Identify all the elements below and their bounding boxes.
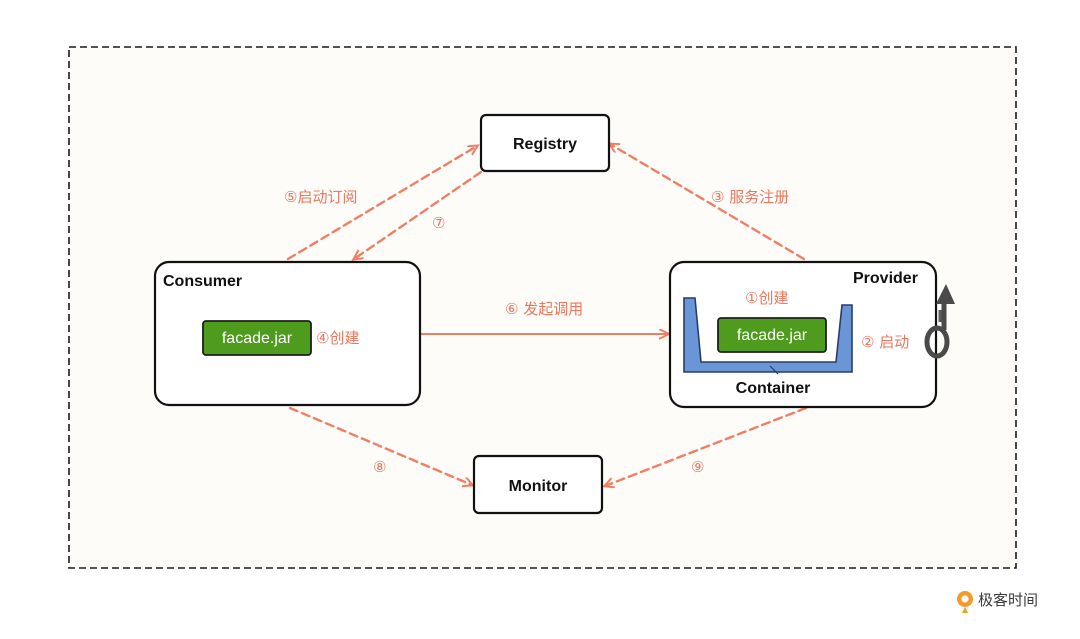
step-startup-label: ② 启动 bbox=[861, 333, 909, 351]
step-notify-label: ⑦ bbox=[432, 214, 445, 232]
container-divider bbox=[769, 365, 779, 375]
step-provider-monitor-label: ⑨ bbox=[691, 458, 704, 476]
step-consumer-create-label: ④创建 bbox=[316, 329, 359, 347]
arrow-consumer-monitor bbox=[288, 406, 472, 485]
provider-label: Provider bbox=[853, 270, 918, 287]
registry-node: Registry bbox=[479, 113, 611, 173]
arrows bbox=[286, 144, 808, 486]
brand-name: 极客时间 bbox=[978, 591, 1038, 609]
provider-node: Provider Container facade.jar bbox=[668, 260, 955, 409]
startup-swirl-icon bbox=[924, 284, 955, 359]
step-subscribe-label: ⑤启动订阅 bbox=[284, 188, 357, 206]
step-consumer-monitor-label: ⑧ bbox=[373, 458, 386, 476]
monitor-node: Monitor bbox=[472, 454, 604, 515]
step-provider-create-label: ①创建 bbox=[745, 289, 788, 307]
arrow-provider-monitor bbox=[605, 406, 808, 486]
arrow-subscribe bbox=[286, 146, 477, 261]
arrow-register bbox=[610, 144, 806, 261]
brand-watermark: 极客时间 bbox=[957, 591, 1038, 613]
consumer-label: Consumer bbox=[163, 273, 242, 290]
container-shape bbox=[683, 297, 853, 373]
consumer-jar-box bbox=[202, 320, 312, 356]
monitor-label: Monitor bbox=[509, 478, 568, 495]
arrow-notify bbox=[354, 170, 483, 259]
geektime-logo-icon bbox=[957, 591, 973, 613]
provider-jar-label: facade.jar bbox=[737, 327, 808, 344]
provider-jar-box bbox=[717, 317, 827, 353]
step-register-label: ③ 服务注册 bbox=[711, 188, 789, 206]
container-label: Container bbox=[736, 380, 811, 397]
consumer-jar-label: facade.jar bbox=[222, 330, 293, 347]
registry-box bbox=[479, 113, 611, 173]
monitor-box bbox=[472, 454, 604, 515]
consumer-node: Consumer facade.jar bbox=[153, 260, 422, 407]
step-invoke-label: ⑥ 发起调用 bbox=[505, 300, 583, 318]
registry-label: Registry bbox=[513, 136, 577, 153]
